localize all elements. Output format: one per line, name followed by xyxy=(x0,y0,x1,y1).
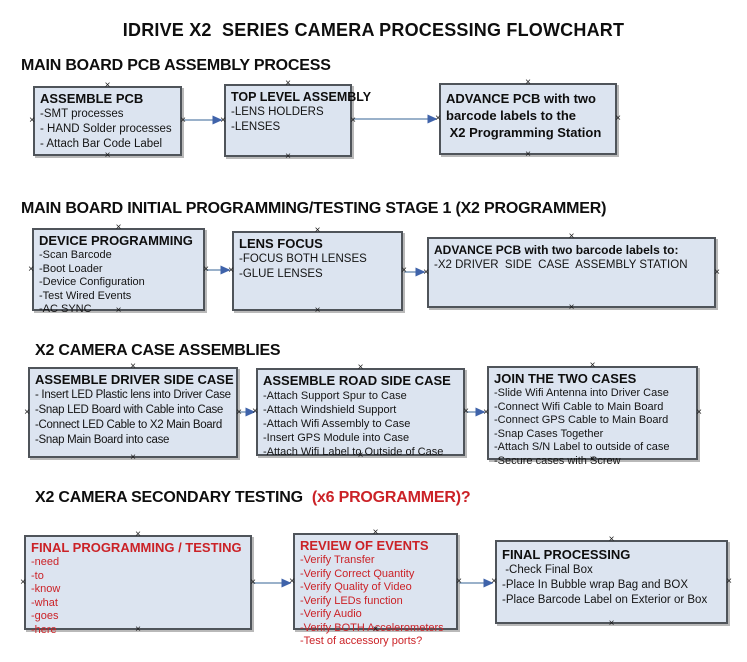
flow-box-review-of-events[interactable]: REVIEW OF EVENTS -Verify Transfer -Verif… xyxy=(289,528,462,648)
box-item: -X2 DRIVER SIDE CASE ASSEMBLY STATION xyxy=(434,259,688,271)
flow-box-join-the-two-cases[interactable]: JOIN THE TWO CASES -Slide Wifi Antenna i… xyxy=(483,361,702,467)
flow-box-final-processing[interactable]: FINAL PROCESSING -Check Final Box -Place… xyxy=(491,535,732,629)
flow-box-advance-pcb-driver-side[interactable]: ADVANCE PCB with two barcode labels to: … xyxy=(423,232,720,313)
box-item: -Connect LED Cable to X2 Main Board xyxy=(35,419,223,431)
box-item: -to xyxy=(31,569,44,582)
flow-box-advance-pcb-programming-station[interactable]: ADVANCE PCB with two barcode labels to t… xyxy=(435,78,621,160)
section-heading-secondary-testing-red: (x6 PROGRAMMER)? xyxy=(311,489,471,506)
page-title: IDRIVE X2 SERIES CAMERA PROCESSING FLOWC… xyxy=(122,20,625,40)
box-item: -Attach Wifi Label to Outside of Case xyxy=(263,446,444,458)
box-item: -Connect GPS Cable to Main Board xyxy=(494,414,669,426)
box-item: -Attach S/N Label to outside of case xyxy=(494,441,670,453)
flow-box-final-programming-testing[interactable]: FINAL PROGRAMMING / TESTING -need -to -k… xyxy=(20,530,256,636)
box-item: -Secure cases with Screw xyxy=(494,454,621,467)
box-item: -Verify BOTH Accelerometers xyxy=(300,621,444,634)
box-item: -GLUE LENSES xyxy=(239,268,323,280)
box-item: -LENS HOLDERS xyxy=(231,106,324,118)
box-title: ADVANCE PCB with two barcode labels to: xyxy=(434,243,679,257)
section-heading-secondary-testing-black: X2 CAMERA SECONDARY TESTING xyxy=(35,489,303,506)
flow-box-assemble-road-side-case[interactable]: ASSEMBLE ROAD SIDE CASE -Attach Support … xyxy=(252,363,469,461)
box-title: ASSEMBLE DRIVER SIDE CASE xyxy=(35,372,234,387)
flow-box-lens-focus[interactable]: LENS FOCUS -FOCUS BOTH LENSES -GLUE LENS… xyxy=(228,226,407,316)
box-item: -FOCUS BOTH LENSES xyxy=(239,253,367,265)
flow-box-assemble-pcb[interactable]: ASSEMBLE PCB -SMT processes - HAND Solde… xyxy=(29,81,186,161)
box-item: -LENSES xyxy=(231,121,281,133)
box-item: -SMT processes xyxy=(40,108,124,120)
box-item: -Attach Windshield Support xyxy=(263,404,397,416)
box-item: -Scan Barcode xyxy=(39,249,112,261)
box-title: TOP LEVEL ASSEMBLY xyxy=(231,90,372,104)
box-item: -Test Wired Events xyxy=(39,289,132,302)
box-item: -Connect Wifi Cable to Main Board xyxy=(494,400,664,413)
box-item: -Test of accessory ports? xyxy=(300,635,423,647)
flow-box-top-level-assembly[interactable]: TOP LEVEL ASSEMBLY -LENS HOLDERS -LENSES… xyxy=(220,79,372,162)
box-item: -Snap Cases Together xyxy=(494,427,604,440)
box-item: -Place In Bubble wrap Bag and BOX xyxy=(502,579,689,591)
box-item: -Snap LED Board with Cable into Case xyxy=(35,404,224,416)
box-item: -Boot Loader xyxy=(39,262,103,275)
box-title: REVIEW OF EVENTS xyxy=(300,538,429,553)
box-item: -Attach Wifi Assembly to Case xyxy=(263,418,411,430)
box-item: -need xyxy=(31,556,60,568)
box-title: DEVICE PROGRAMMING xyxy=(39,233,193,248)
box-item: -what xyxy=(31,596,58,609)
section-heading-initial-programming: MAIN BOARD INITIAL PROGRAMMING/TESTING S… xyxy=(21,200,607,217)
box-item: - Insert LED Plastic lens into Driver Ca… xyxy=(35,389,231,401)
box-title: ADVANCE PCB with two barcode labels to t… xyxy=(446,91,602,140)
box-item: -here xyxy=(31,623,57,636)
box-item: -Verify Quality of Video xyxy=(300,581,412,593)
box-item: -goes xyxy=(31,610,59,622)
flow-box-device-programming[interactable]: DEVICE PROGRAMMING -Scan Barcode -Boot L… xyxy=(28,223,209,316)
box-item: -Snap Main Board into case xyxy=(35,434,170,446)
section-heading-secondary-testing: X2 CAMERA SECONDARY TESTING (x6 PROGRAMME… xyxy=(35,489,471,507)
box-title: ASSEMBLE PCB xyxy=(40,91,144,106)
box-item: -Verify Audio xyxy=(300,608,362,620)
box-item: -Slide Wifi Antenna into Driver Case xyxy=(494,387,669,399)
box-title: FINAL PROCESSING xyxy=(502,547,631,562)
box-title: FINAL PROGRAMMING / TESTING xyxy=(31,540,242,555)
box-item: -know xyxy=(31,583,61,595)
box-item: - HAND Solder processes xyxy=(40,123,172,135)
box-item: -Insert GPS Module into Case xyxy=(263,432,410,444)
box-item: -Verify Correct Quantity xyxy=(300,567,415,580)
box-item: - Attach Bar Code Label xyxy=(40,138,163,150)
box-title: LENS FOCUS xyxy=(239,236,323,251)
box-item: -Device Configuration xyxy=(39,276,145,288)
box-item: -AC SYNC xyxy=(39,303,92,315)
box-item: -Check Final Box xyxy=(502,564,593,576)
box-title: JOIN THE TWO CASES xyxy=(494,371,637,386)
box-item: -Verify LEDs function xyxy=(300,594,403,607)
section-heading-pcb-assembly: MAIN BOARD PCB ASSEMBLY PROCESS xyxy=(21,57,331,74)
box-item: -Place Barcode Label on Exterior or Box xyxy=(502,594,708,606)
box-item: -Verify Transfer xyxy=(300,554,375,566)
box-title: ASSEMBLE ROAD SIDE CASE xyxy=(263,373,451,388)
box-item: -Attach Support Spur to Case xyxy=(263,390,407,402)
flow-box-assemble-driver-side-case[interactable]: ASSEMBLE DRIVER SIDE CASE - Insert LED P… xyxy=(24,362,242,463)
section-heading-case-assemblies: X2 CAMERA CASE ASSEMBLIES xyxy=(35,342,281,359)
